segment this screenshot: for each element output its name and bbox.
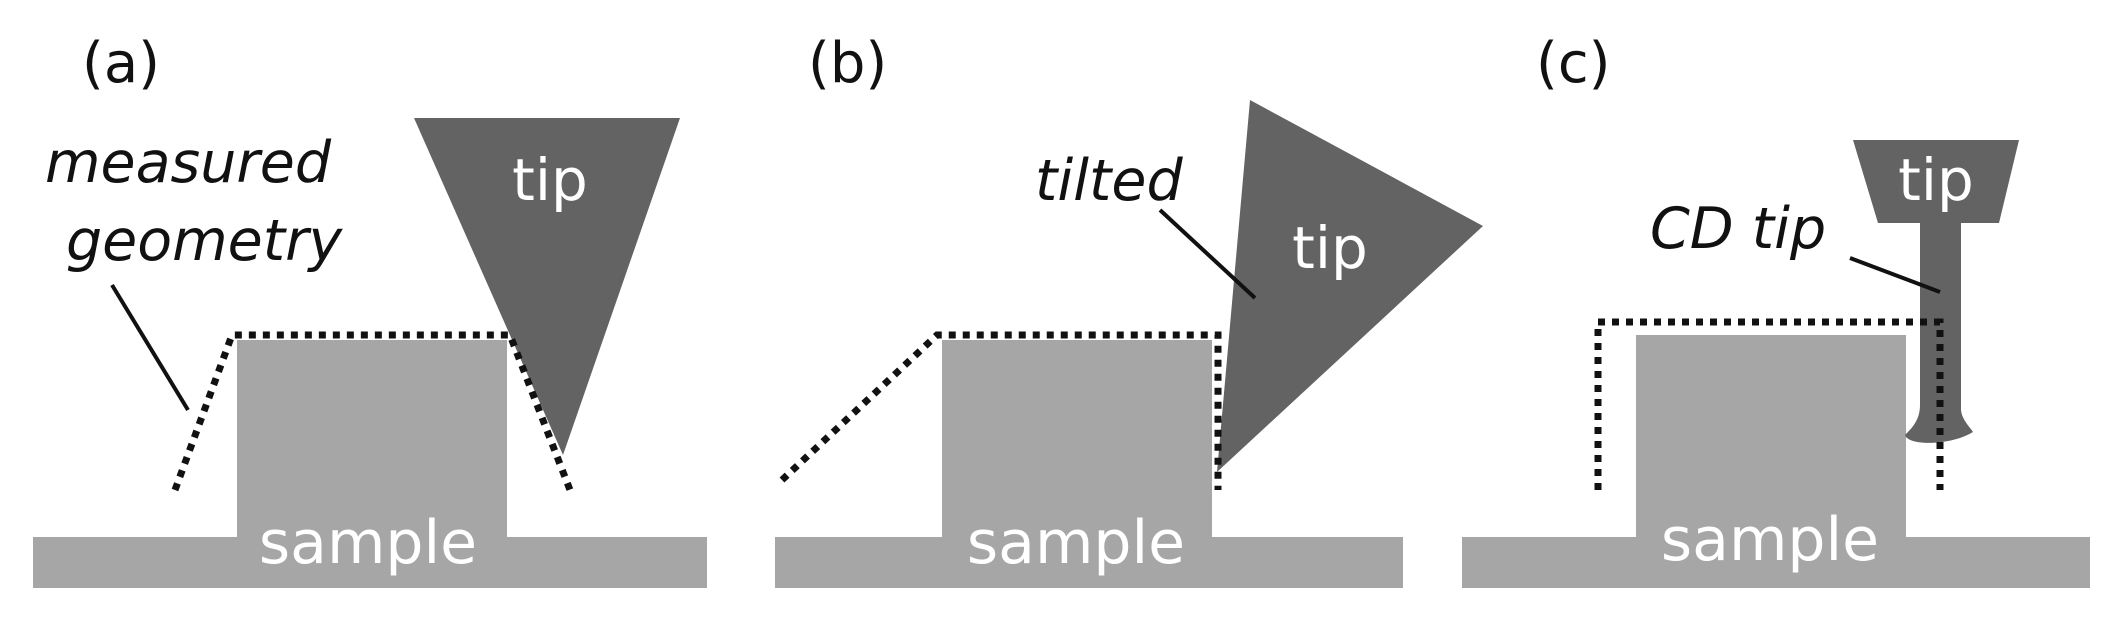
panel-b-tip <box>1217 100 1483 472</box>
panel-a-tip <box>414 118 680 455</box>
panel-a-tip-label: tip <box>512 146 588 214</box>
panel-c-sample <box>1462 335 2090 588</box>
panel-b-sample <box>775 340 1403 588</box>
panel-a-leader-line <box>110 283 190 412</box>
panel-c-sample-label: sample <box>1661 505 1879 575</box>
panel-b-tip-label: tip <box>1292 214 1368 282</box>
panel-c-label: (c) <box>1536 31 1610 96</box>
panel-b-measured-geometry-line <box>779 331 1222 490</box>
panel-b-sample-label: sample <box>967 508 1185 578</box>
panel-b-leader-line <box>1158 208 1257 300</box>
panel-a-sample <box>33 340 707 588</box>
panel-a-annotation-line2: geometry <box>66 208 344 274</box>
panel-c-leader-line <box>1849 256 1941 294</box>
panel-a-label: (a) <box>82 31 160 96</box>
panel-b-label: (b) <box>808 31 887 96</box>
panel-c-measured-geometry-line <box>1594 318 1944 490</box>
panel-c-annotation: CD tip <box>1650 196 1826 262</box>
panel-a: (a) sample tip measured geometry <box>33 31 707 588</box>
panel-c: (c) sample tip CD tip <box>1462 31 2090 588</box>
panel-b: (b) sample tip tilted <box>775 31 1483 588</box>
panel-c-tip-label: tip <box>1898 146 1974 214</box>
panel-a-sample-label: sample <box>259 508 477 578</box>
panel-a-annotation-line1: measured <box>45 130 332 196</box>
panel-b-annotation: tilted <box>1035 148 1183 214</box>
